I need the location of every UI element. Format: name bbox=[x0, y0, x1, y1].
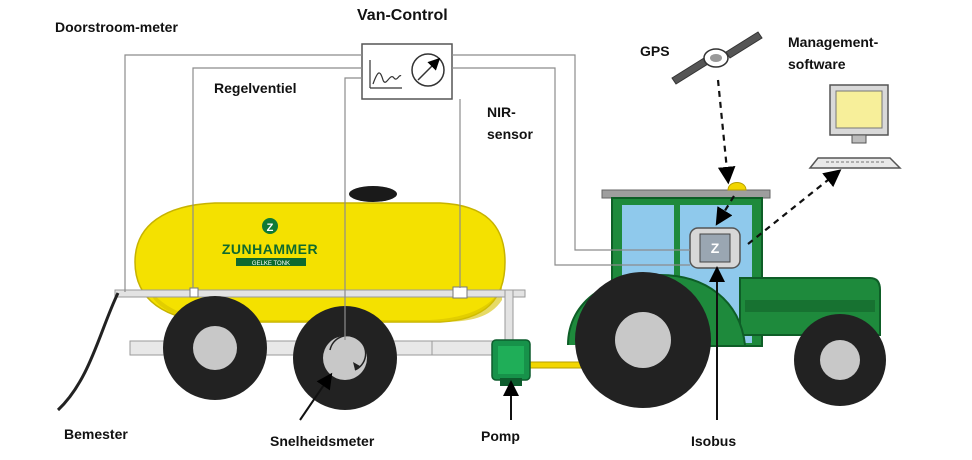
svg-text:Z: Z bbox=[711, 240, 720, 256]
zunhammer-name: ZUNHAMMER bbox=[222, 241, 318, 257]
tank-dome bbox=[349, 186, 397, 202]
label-isobus: Isobus bbox=[691, 433, 737, 449]
pointer-lines bbox=[299, 266, 725, 421]
zunhammer-logo-letter: Z bbox=[267, 222, 274, 234]
label-management-1: Management- bbox=[788, 34, 879, 50]
zunhammer-sub: GELKE TONK bbox=[252, 261, 290, 267]
flow-meter-square bbox=[189, 287, 199, 298]
beacon-to-isobus-arrow bbox=[715, 195, 735, 226]
label-nir-sensor-2: sensor bbox=[487, 126, 533, 142]
van-control-graph bbox=[369, 60, 402, 89]
label-control-valve: Regelventiel bbox=[214, 80, 297, 96]
tractor: Z bbox=[567, 182, 886, 408]
tanker-wheel-front bbox=[163, 296, 267, 400]
gps-to-isobus-arrow bbox=[716, 79, 736, 185]
label-spreader: Bemester bbox=[64, 426, 128, 442]
control-wiring bbox=[124, 54, 690, 340]
van-control-unit bbox=[361, 43, 453, 100]
label-nir-sensor-1: NIR- bbox=[487, 104, 516, 120]
zunhammer-logo: Z ZUNHAMMER GELKE TONK bbox=[222, 218, 318, 267]
label-management-2: software bbox=[788, 56, 846, 72]
slurry-tank bbox=[134, 186, 506, 323]
data-links bbox=[715, 79, 842, 245]
label-pump: Pomp bbox=[481, 428, 520, 444]
nir-sensor-square bbox=[452, 286, 468, 299]
spreader-hose bbox=[56, 292, 120, 412]
title-van-control: Van-Control bbox=[357, 7, 448, 24]
isobus-to-computer-arrow bbox=[747, 169, 842, 245]
label-gps: GPS bbox=[640, 43, 670, 59]
label-flow-meter: Doorstroom-meter bbox=[55, 19, 178, 35]
isobus-terminal: Z bbox=[689, 227, 741, 269]
pump bbox=[491, 339, 531, 386]
label-speed-meter: Snelheidsmeter bbox=[270, 433, 375, 449]
speed-sensor-arc bbox=[329, 334, 367, 371]
gps-satellite bbox=[671, 31, 763, 85]
computer bbox=[808, 84, 902, 169]
